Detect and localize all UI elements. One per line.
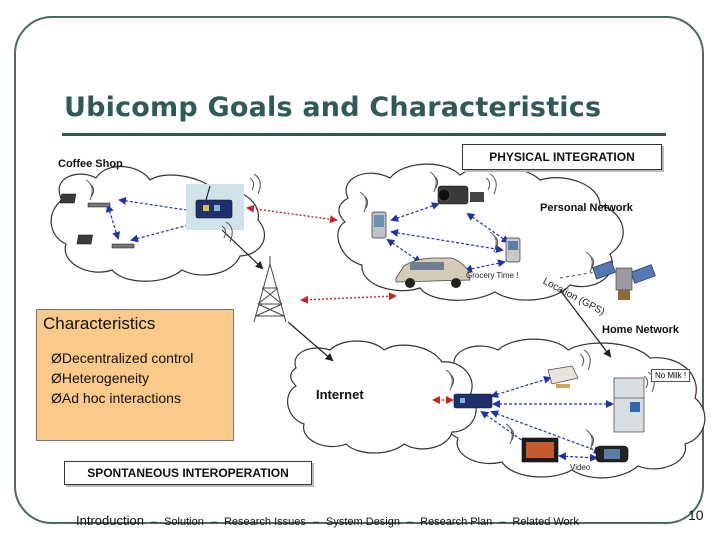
- link-pda-phone: [390, 229, 504, 253]
- link-cs-laptop1-laptop2: [105, 204, 121, 240]
- wireless-access-point-icon: [186, 184, 244, 230]
- link-pda-car: [386, 238, 422, 264]
- internet-label: Internet: [316, 387, 364, 402]
- laptop-icon-2: [76, 234, 135, 249]
- link-router-iron: [490, 375, 552, 399]
- uplink-tower-personal: [300, 292, 397, 304]
- coffee-shop-label: Coffee Shop: [58, 158, 123, 170]
- video-camera-icon: [437, 185, 484, 205]
- footer-item-research-plan[interactable]: Research Plan: [420, 516, 493, 528]
- no-milk-label: No Milk !: [651, 369, 691, 382]
- pda-icon: [371, 211, 387, 239]
- footer-navigation: Introduction–Solution–Research Issues–Sy…: [76, 513, 579, 528]
- link-cs-laptop2-ap: [130, 219, 202, 243]
- link-camera-phone: [466, 212, 510, 244]
- refrigerator-icon: [613, 377, 645, 433]
- slide-title: Ubicomp Goals and Characteristics: [64, 92, 602, 123]
- footer-item-system-design[interactable]: System Design: [326, 516, 400, 528]
- footer-item-introduction[interactable]: Introduction: [76, 513, 144, 528]
- characteristic-item: ØHeterogeneity: [51, 370, 150, 386]
- personal-network-label: Personal Network: [540, 202, 633, 214]
- home-network-label: Home Network: [602, 324, 680, 336]
- footer-item-solution[interactable]: Solution: [164, 516, 204, 528]
- link-tv-media: [558, 452, 598, 462]
- wireless-signal-icons: [85, 171, 655, 451]
- video-label: Video: [570, 463, 591, 472]
- car-icon: [395, 257, 471, 288]
- physical-integration-label: PHYSICAL INTEGRATION: [462, 144, 662, 170]
- characteristics-title: Characteristics: [43, 314, 156, 333]
- characteristic-item: ØDecentralized control: [51, 350, 194, 366]
- grocery-time-label: Grocery Time !: [466, 271, 519, 280]
- tv-icon: [521, 437, 559, 463]
- footer-item-related-work[interactable]: Related Work: [512, 516, 579, 528]
- internet-cloud: [287, 340, 477, 454]
- characteristics-box: Characteristics ØDecentralized control Ø…: [36, 309, 234, 441]
- cell-tower-icon: [253, 256, 287, 323]
- slide-frame: [14, 16, 704, 524]
- link-gps-satellite: [559, 269, 609, 279]
- media-player-icon: [595, 445, 629, 463]
- laptop-icon-1: [59, 193, 111, 208]
- link-ap-tower: [221, 229, 264, 270]
- page-number: 10: [688, 507, 704, 523]
- footer-item-research-issues[interactable]: Research Issues: [223, 516, 306, 528]
- satellite-icon: [592, 260, 656, 300]
- spontaneous-interoperation-label: SPONTANEOUS INTEROPERATION: [64, 461, 312, 485]
- link-router-media: [490, 410, 602, 454]
- uplink-ap-personal: [246, 204, 338, 224]
- characteristic-item: ØAd hoc interactions: [51, 390, 181, 406]
- title-underline: [62, 133, 666, 136]
- link-phone-car: [464, 259, 506, 273]
- home-router-icon: [453, 393, 493, 409]
- link-personal-home: [559, 289, 612, 358]
- link-pda-camera: [390, 202, 440, 222]
- link-tower-internet: [287, 321, 334, 362]
- phone-icon: [505, 237, 521, 263]
- appliance-icon: [547, 365, 579, 388]
